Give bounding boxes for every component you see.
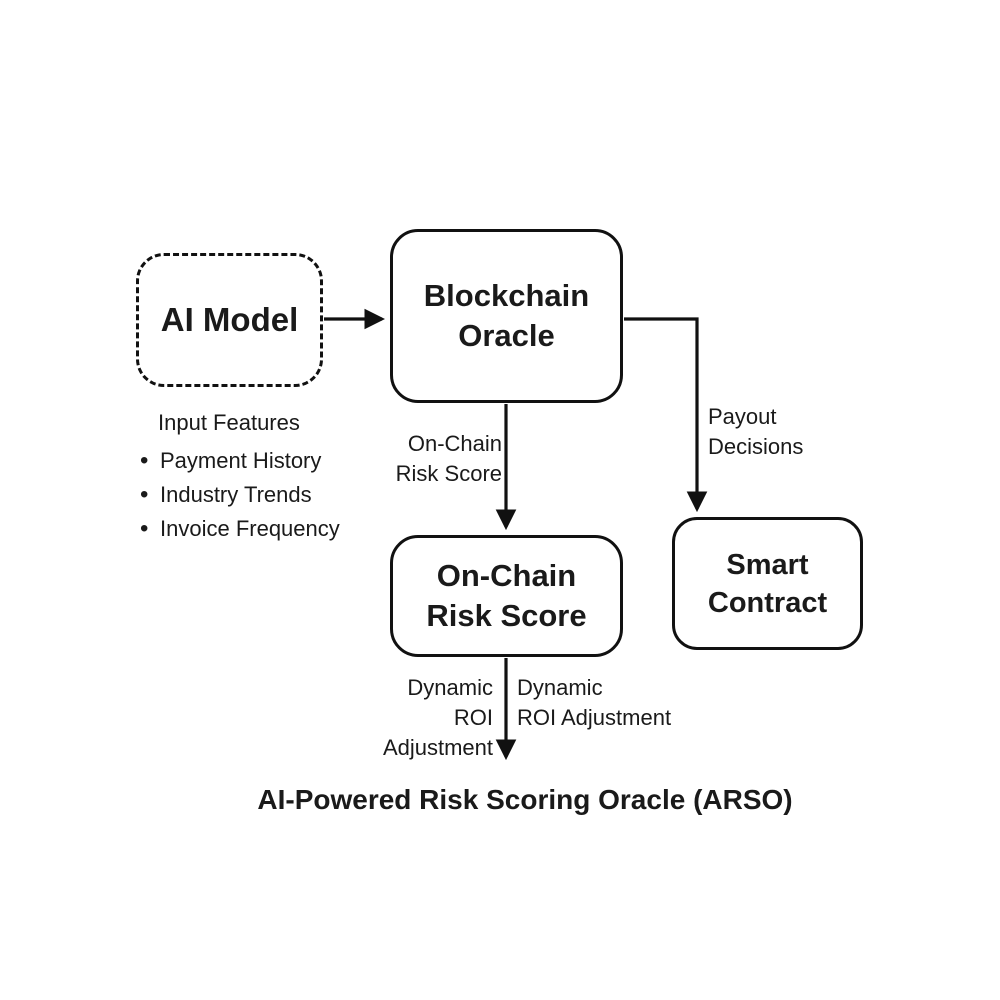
edge-label-line: Decisions	[708, 434, 804, 459]
list-item: Industry Trends	[140, 478, 370, 512]
edge-label-line: Dynamic	[407, 675, 493, 700]
node-on-chain-risk-score-label-line2: Risk Score	[426, 598, 587, 633]
edge-label-payout-decisions: Payout Decisions	[708, 402, 803, 462]
node-smart-contract-label-line1: Smart	[726, 548, 809, 581]
edge-label-line: Adjustment	[382, 735, 493, 760]
node-ai-model-label: AI Model	[160, 301, 299, 338]
edge-label-dynamic-roi-adjustment-left: Dynamic ROI Adjustment	[356, 673, 493, 763]
input-features-header: Input Features	[158, 410, 300, 435]
edge-label-dynamic-roi-adjustment-right: Dynamic ROI Adjustment	[517, 673, 671, 733]
list-item: Payment History	[140, 444, 370, 478]
diagram-title: AI-Powered Risk Scoring Oracle (ARSO)	[257, 784, 793, 815]
edge-label-line: Dynamic	[517, 675, 603, 700]
edge-label-line: Risk Score	[395, 461, 502, 486]
input-features-bullets: Payment History Industry Trends Invoice …	[140, 444, 370, 546]
edge-label-line: ROI	[453, 705, 493, 730]
node-blockchain-oracle: Blockchain Oracle	[390, 229, 623, 403]
node-on-chain-risk-score: On-Chain Risk Score	[390, 535, 623, 657]
node-ai-model: AI Model	[136, 253, 323, 387]
node-on-chain-risk-score-label-line1: On-Chain	[436, 558, 577, 593]
edge-label-line: On-Chain	[407, 431, 502, 456]
list-item: Invoice Frequency	[140, 512, 370, 546]
edge-label-on-chain-risk-score: On-Chain Risk Score	[390, 429, 502, 489]
arrow-blockchain-oracle-to-smart-contract	[624, 317, 708, 513]
input-features-list: Input Features Payment History Industry …	[140, 408, 370, 546]
node-smart-contract: Smart Contract	[672, 517, 863, 650]
edge-label-line: Payout	[708, 404, 777, 429]
node-blockchain-oracle-label-line1: Blockchain	[423, 278, 590, 313]
node-smart-contract-label-line2: Contract	[707, 586, 828, 619]
edge-label-line: ROI Adjustment	[517, 705, 672, 730]
node-blockchain-oracle-label-line2: Oracle	[458, 318, 555, 353]
